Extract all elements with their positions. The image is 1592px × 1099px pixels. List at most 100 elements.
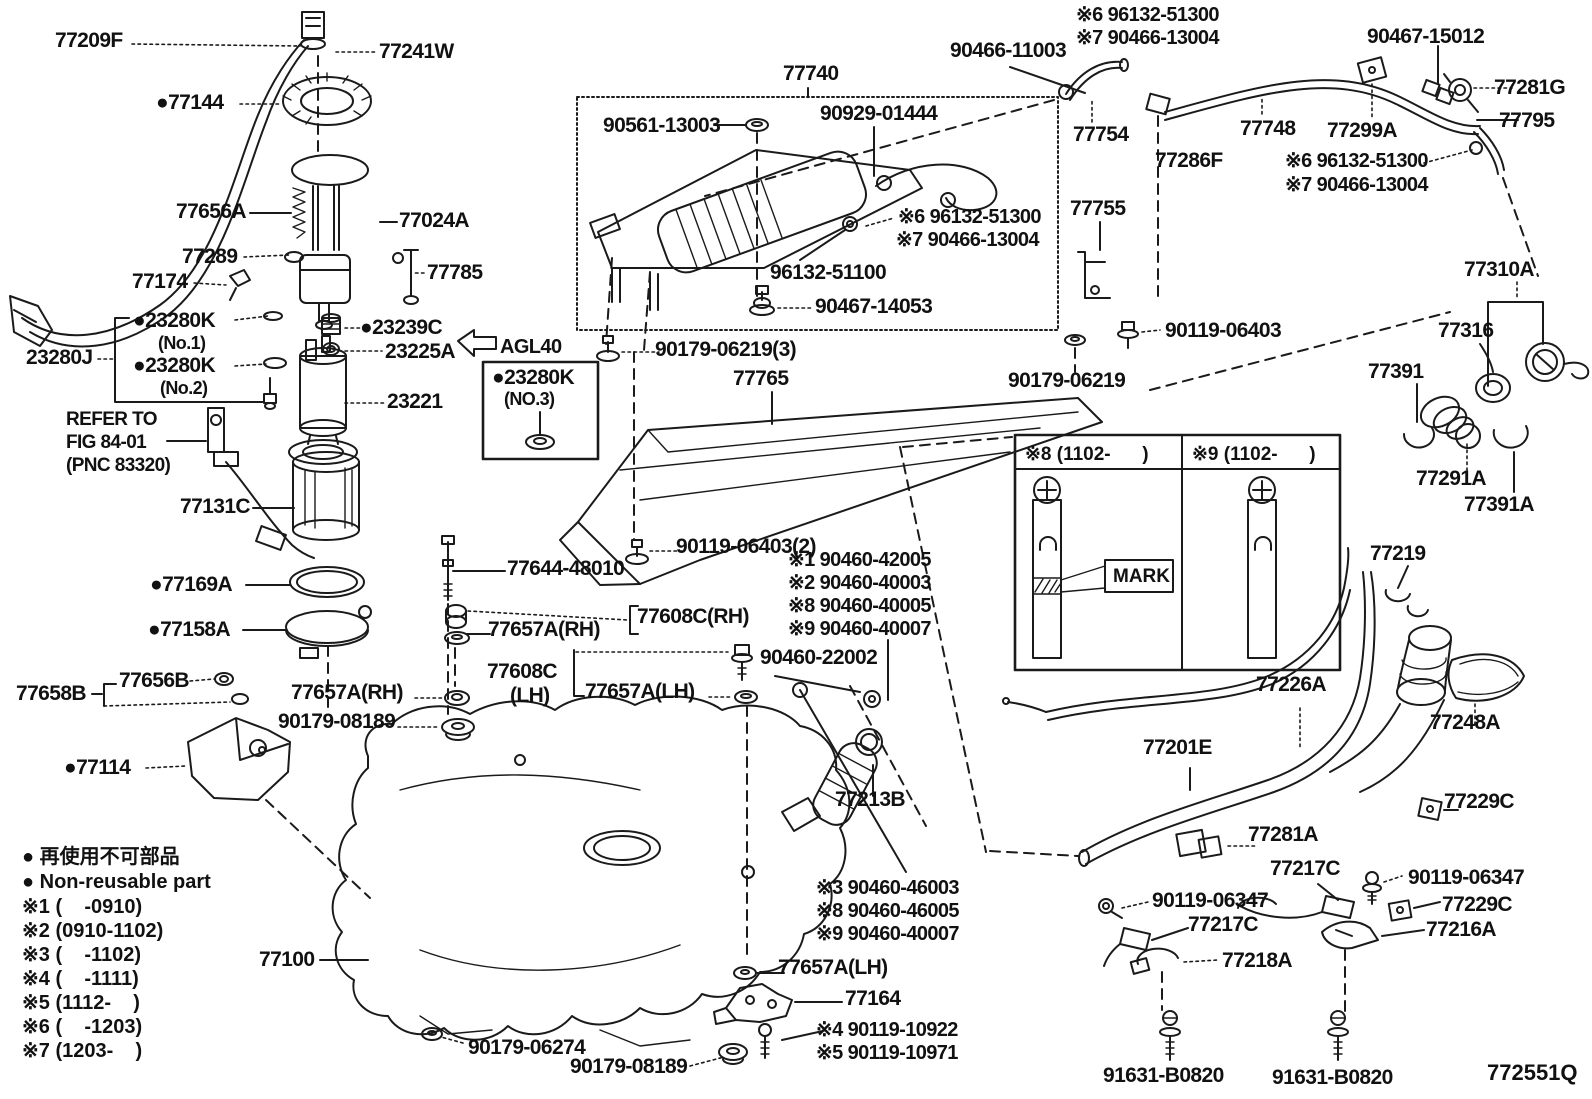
part-label: 77748	[1240, 117, 1296, 140]
part-label: 77241W	[379, 40, 454, 63]
part-label: 77657A(RH)	[488, 618, 600, 641]
part-label: FIG 84-01	[66, 432, 147, 453]
part-label: ●23280K	[133, 309, 216, 332]
fasteners-column-art	[441, 335, 758, 741]
part-label: 96132-51100	[770, 261, 887, 284]
part-label: 77217C	[1270, 857, 1341, 880]
part-label: 77795	[1499, 109, 1555, 132]
legend-note: ※3 ( -1102)	[22, 944, 142, 966]
part-label: ●77144	[156, 91, 224, 114]
part-label: 90119-06403	[1165, 319, 1282, 342]
part-label: 77218A	[1222, 949, 1293, 972]
part-label: REFER TO	[66, 409, 158, 430]
part-label: 77608C	[487, 660, 558, 683]
part-label: ※8 90460-46005	[816, 900, 960, 922]
part-label: 77209F	[55, 29, 123, 52]
legend-note: ※4 ( -1111)	[22, 968, 139, 990]
part-label: 90119-06403(2)	[676, 535, 817, 558]
part-label: 77740	[783, 62, 839, 85]
part-label: ※6 96132-51300	[1076, 4, 1220, 26]
part-label: ※9 90460-40007	[816, 923, 960, 945]
part-label: ●77169A	[150, 573, 233, 596]
part-label: ※2 90460-40003	[788, 572, 932, 594]
part-label: 77281G	[1494, 76, 1566, 99]
fuel-inlet-hose-art	[792, 682, 883, 826]
part-label: 91631-B0820	[1272, 1066, 1393, 1089]
part-label: 77765	[733, 367, 789, 390]
part-label: 77755	[1070, 197, 1126, 220]
part-label: 77310A	[1464, 258, 1535, 281]
part-label: 23225A	[385, 340, 456, 363]
part-label: 90179-08189	[570, 1055, 688, 1078]
part-label: 77281A	[1248, 823, 1319, 846]
legend-note: ※6 ( -1203)	[22, 1016, 143, 1038]
arrow-left-icon	[457, 329, 497, 357]
part-label: 77657A(LH)	[778, 956, 888, 979]
part-label: 90460-22002	[760, 646, 878, 669]
part-label: 77644-48010	[507, 557, 625, 580]
part-label: 77656A	[176, 200, 247, 223]
part-label: ※3 90460-46003	[816, 877, 960, 899]
part-label: 77201E	[1143, 736, 1212, 759]
vapor-tubes-art	[1058, 56, 1505, 349]
part-label: 90929-01444	[820, 102, 938, 125]
mark-table-right-header: ※9 (1102- )	[1192, 444, 1316, 465]
part-label: 90179-08189	[278, 710, 396, 733]
part-label: ●23239C	[360, 316, 443, 339]
fuel-tank-art	[331, 695, 851, 1065]
part-label: 91631-B0820	[1103, 1064, 1224, 1087]
part-label: 77657A(LH)	[585, 680, 695, 703]
part-label: 90467-15012	[1367, 25, 1485, 48]
part-label: ※4 90119-10922	[816, 1019, 958, 1041]
part-label: 77286F	[1155, 149, 1223, 172]
part-label: 77229C	[1444, 790, 1515, 813]
part-label: ●77158A	[148, 618, 231, 641]
part-label: 77299A	[1327, 119, 1398, 142]
part-label: 77289	[182, 245, 238, 268]
part-label: (NO.3)	[504, 389, 555, 409]
mark-callout-label: MARK	[1113, 566, 1170, 587]
fuel-suction-hose-art	[9, 11, 326, 348]
part-label: 23280J	[26, 346, 93, 369]
part-label: 77100	[259, 948, 315, 971]
part-label: ※5 90119-10971	[816, 1042, 958, 1064]
part-label: ※1 90460-42005	[788, 549, 932, 571]
part-label: 77219	[1370, 542, 1426, 565]
legend-note: ※2 (0910-1102)	[22, 920, 164, 942]
part-label: 77754	[1073, 123, 1129, 146]
agl40-variant-box	[457, 329, 600, 461]
part-label: (No.1)	[158, 333, 206, 353]
part-label: ※6 96132-51300	[898, 206, 1042, 228]
legend-note: ※7 (1203- )	[22, 1040, 143, 1062]
part-label: ※7 90466-13004	[896, 229, 1040, 251]
leader-lines	[97, 43, 1519, 1067]
part-label: 77291A	[1416, 467, 1487, 490]
legend-note: ※5 (1112- )	[22, 992, 140, 1014]
part-label: (No.2)	[160, 378, 208, 398]
part-label: 90466-11003	[950, 39, 1067, 62]
legend-nonreusable-en: ● Non-reusable part	[22, 871, 211, 893]
part-label: ※6 96132-51300	[1285, 150, 1429, 172]
part-label: ●77114	[64, 756, 131, 779]
part-label: ※7 90466-13004	[1285, 174, 1429, 196]
part-label: ※7 90466-13004	[1076, 27, 1220, 49]
part-label: (LH)	[510, 684, 550, 707]
part-label: 77216A	[1426, 918, 1497, 941]
figure-code: 772551Q	[1487, 1060, 1578, 1085]
part-label: 77164	[845, 987, 901, 1010]
part-label: 77226A	[1256, 673, 1327, 696]
part-label: AGL40	[500, 336, 562, 358]
part-label: 77657A(RH)	[291, 681, 403, 704]
part-label: 23221	[387, 390, 443, 413]
part-label: 77785	[427, 261, 483, 284]
part-label: 77316	[1438, 319, 1494, 342]
part-label: 77391	[1368, 360, 1424, 383]
fuel-cap-parts-art	[1402, 301, 1590, 449]
part-label: 77658B	[16, 682, 87, 705]
part-label: 77213B	[835, 788, 906, 811]
filler-pipe-art	[1002, 547, 1525, 1061]
tank-protector-shield-art	[559, 397, 1103, 586]
part-label: 90467-14053	[815, 295, 933, 318]
